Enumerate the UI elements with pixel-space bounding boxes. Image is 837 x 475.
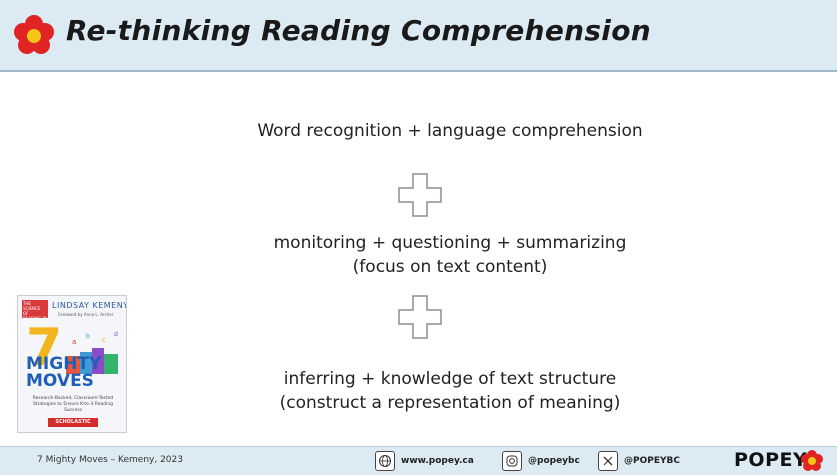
book-publisher: SCHOLASTIC bbox=[48, 418, 98, 427]
svg-text:a: a bbox=[72, 338, 76, 346]
footer-credit: 7 Mighty Moves – Kemeny, 2023 bbox=[37, 455, 183, 465]
brand-name: POPEY bbox=[734, 449, 808, 471]
flower-icon bbox=[801, 450, 823, 471]
footer-bar: 7 Mighty Moves – Kemeny, 2023 www.popey.… bbox=[0, 446, 837, 475]
footer-instagram[interactable]: @popeybc bbox=[502, 451, 580, 471]
book-series-badge: THE SCIENCE OF READING IN PRACTICE bbox=[22, 300, 48, 326]
plus-outline-icon bbox=[398, 295, 442, 339]
book-title-line1: MIGHTY bbox=[26, 354, 102, 374]
book-title-line2: MOVES bbox=[26, 371, 94, 391]
x-handle[interactable]: @POPEYBC bbox=[624, 456, 680, 466]
svg-text:d: d bbox=[114, 331, 118, 338]
book-illustration: a b c d bbox=[66, 331, 118, 374]
plus-outline-icon bbox=[398, 173, 442, 217]
book-subtitle: Research-Backed, Classroom-Tested Strate… bbox=[32, 396, 114, 413]
book-cover: THE SCIENCE OF READING IN PRACTICE LINDS… bbox=[17, 295, 127, 433]
header-bar: Re-thinking Reading Comprehension bbox=[0, 0, 837, 72]
footer-x[interactable]: @POPEYBC bbox=[598, 451, 680, 471]
line-representation: (construct a representation of meaning) bbox=[279, 393, 621, 413]
instagram-icon bbox=[502, 451, 522, 471]
book-author: LINDSAY KEMENY bbox=[52, 301, 127, 310]
line-monitoring: monitoring + questioning + summarizing bbox=[273, 233, 627, 253]
instagram-handle[interactable]: @popeybc bbox=[528, 456, 580, 466]
book-number: 7 bbox=[26, 318, 63, 378]
svg-text:c: c bbox=[102, 336, 106, 344]
book-foreword: Foreword by Anna L. Archer bbox=[58, 312, 114, 317]
page-title: Re-thinking Reading Comprehension bbox=[66, 14, 651, 47]
x-icon bbox=[598, 451, 618, 471]
line-word-recognition: Word recognition + language comprehensio… bbox=[257, 121, 643, 141]
svg-text:b: b bbox=[86, 333, 90, 340]
website-link[interactable]: www.popey.ca bbox=[401, 456, 474, 466]
flower-icon bbox=[14, 15, 54, 54]
slide-content: Word recognition + language comprehensio… bbox=[0, 72, 837, 438]
footer-website[interactable]: www.popey.ca bbox=[375, 451, 474, 471]
line-inferring: inferring + knowledge of text structure bbox=[283, 369, 617, 389]
line-text-content: (focus on text content) bbox=[352, 257, 548, 277]
globe-icon bbox=[375, 451, 395, 471]
